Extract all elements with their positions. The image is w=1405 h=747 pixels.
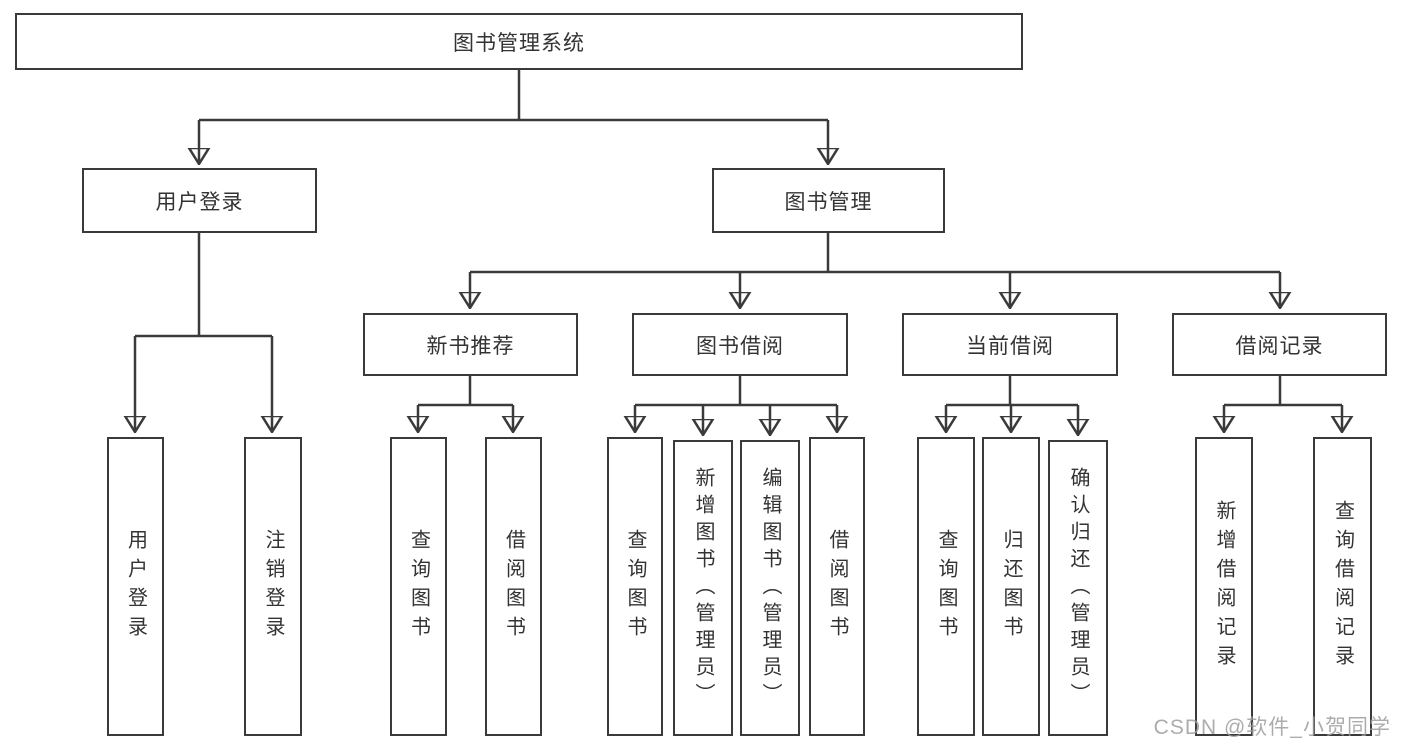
leaf-nb-query-book-label: 查询图书 [407, 528, 430, 645]
edge-user-login-split [135, 233, 272, 338]
node-book-borrow-label: 图书借阅 [696, 334, 784, 358]
node-root-label: 图书管理系统 [453, 31, 585, 55]
node-borrow-record: 借阅记录 [1172, 313, 1387, 376]
node-book-borrow: 图书借阅 [632, 313, 848, 376]
leaf-nb-query-book: 查询图书 [390, 437, 447, 736]
leaf-nb-borrow-book-label: 借阅图书 [502, 528, 525, 645]
leaf-br-query-record-label: 查询借阅记录 [1331, 499, 1354, 674]
leaf-bb-edit-book-admin-label: 编辑图书（管理员） [759, 466, 781, 710]
node-user-login-label: 用户登录 [155, 190, 244, 214]
leaf-nb-borrow-book: 借阅图书 [485, 437, 542, 736]
edge-book-borrow-split [635, 376, 837, 407]
node-current-borrow-label: 当前借阅 [966, 334, 1054, 358]
node-borrow-record-label: 借阅记录 [1235, 334, 1324, 358]
leaf-bb-add-book-admin-label: 新增图书（管理员） [692, 466, 714, 710]
leaf-bb-query-book: 查询图书 [607, 437, 663, 736]
leaf-cb-confirm-return-admin-label: 确认归还（管理员） [1067, 466, 1089, 710]
node-book-management: 图书管理 [712, 168, 945, 233]
watermark-text: CSDN @软件_小贺同学 [1153, 716, 1391, 739]
edge-borrow-record-split [1224, 376, 1342, 407]
leaf-user-login: 用户登录 [107, 437, 164, 736]
leaf-br-add-record-label: 新增借阅记录 [1213, 499, 1235, 674]
leaf-cb-return-book-label: 归还图书 [1000, 528, 1022, 645]
edge-new-book-split [418, 376, 513, 407]
leaf-br-query-record: 查询借阅记录 [1313, 437, 1372, 736]
leaf-user-login-label: 用户登录 [124, 528, 147, 645]
leaf-cb-query-book-label: 查询图书 [935, 528, 957, 645]
edge-current-borrow-split [946, 376, 1078, 407]
leaf-br-add-record: 新增借阅记录 [1195, 437, 1253, 736]
leaf-logout: 注销登录 [244, 437, 302, 736]
node-current-borrow: 当前借阅 [902, 313, 1118, 376]
leaf-bb-add-book-admin: 新增图书（管理员） [673, 440, 733, 736]
node-book-management-label: 图书管理 [784, 190, 873, 214]
node-user-login: 用户登录 [82, 168, 317, 233]
node-root: 图书管理系统 [15, 13, 1023, 70]
leaf-bb-borrow-book: 借阅图书 [809, 437, 865, 736]
leaf-bb-edit-book-admin: 编辑图书（管理员） [740, 440, 800, 736]
node-new-book-recommend-label: 新书推荐 [426, 334, 515, 358]
edge-root-split [199, 70, 828, 122]
leaf-logout-label: 注销登录 [262, 528, 284, 645]
leaf-cb-return-book: 归还图书 [982, 437, 1040, 736]
leaf-cb-confirm-return-admin: 确认归还（管理员） [1048, 440, 1108, 736]
edge-book-management-split [470, 233, 1280, 274]
leaf-cb-query-book: 查询图书 [917, 437, 975, 736]
node-new-book-recommend: 新书推荐 [363, 313, 578, 376]
leaf-bb-borrow-book-label: 借阅图书 [826, 528, 848, 645]
leaf-bb-query-book-label: 查询图书 [624, 528, 646, 645]
